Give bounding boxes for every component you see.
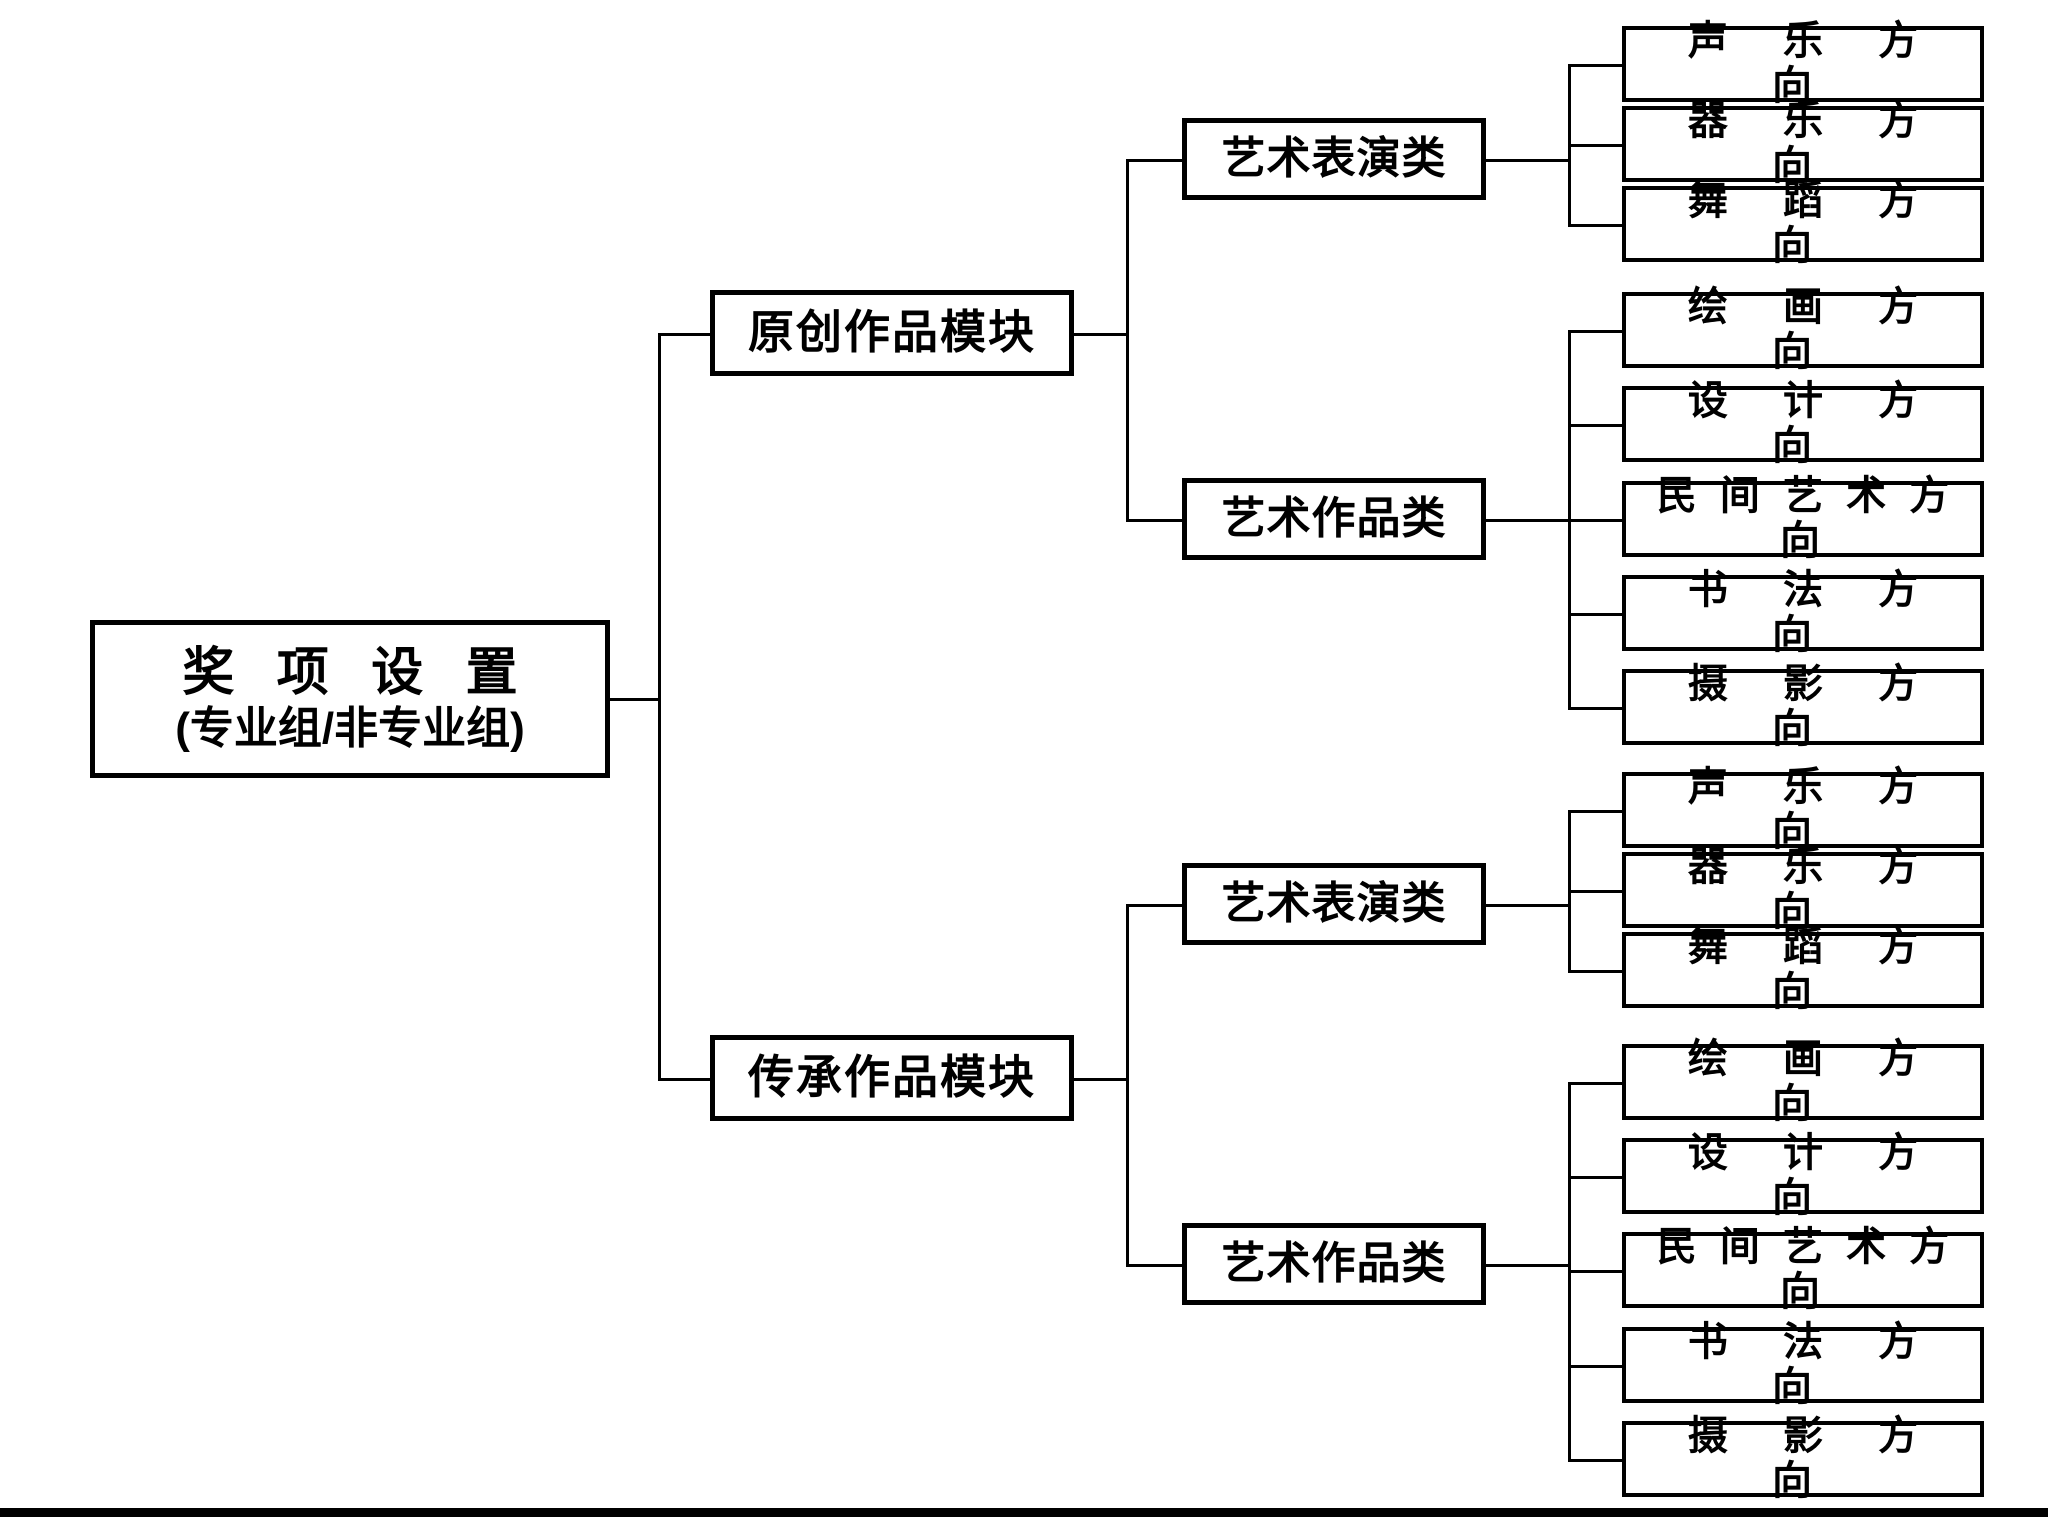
connector-cat22-leaf-1 <box>1568 1082 1624 1085</box>
node-leaf-instrumental-1[interactable]: 器 乐 方 向 <box>1622 99 1984 188</box>
leaf-label: 声 乐 方 向 <box>1687 765 1941 854</box>
node-module-original-works[interactable]: 原创作品模块 <box>710 290 1074 376</box>
connector-cat22-stub <box>1486 1264 1570 1267</box>
node-leaf-design-1[interactable]: 设 计 方 向 <box>1622 379 1984 468</box>
connector-cat12-leaf-1 <box>1568 330 1624 333</box>
node-module-heritage-works[interactable]: 传承作品模块 <box>710 1035 1074 1121</box>
module-1-label: 原创作品模块 <box>748 306 1036 359</box>
connector-cat12-stub <box>1486 519 1570 522</box>
connector-module1-to-category-1 <box>1126 159 1184 162</box>
connector-cat12-leaf-2 <box>1568 424 1624 427</box>
connector-cat12-leaf-3 <box>1568 519 1624 522</box>
connector-module1-stub <box>1074 333 1128 336</box>
leaf-label: 设 计 方 向 <box>1687 379 1941 468</box>
connector-root-stub <box>610 698 660 701</box>
root-title-line1: 奖 项 设 置 <box>182 644 532 703</box>
connector-module1-spine <box>1126 159 1129 520</box>
node-category-art-works-2[interactable]: 艺术作品类 <box>1182 1223 1486 1305</box>
leaf-label: 器 乐 方 向 <box>1687 99 1941 188</box>
category-2-2-label: 艺术作品类 <box>1221 1239 1447 1289</box>
node-leaf-vocal-1[interactable]: 声 乐 方 向 <box>1622 19 1984 108</box>
connector-root-spine <box>658 333 661 1080</box>
module-2-label: 传承作品模块 <box>748 1051 1036 1104</box>
node-category-performing-arts-1[interactable]: 艺术表演类 <box>1182 118 1486 200</box>
node-root-award-setup[interactable]: 奖 项 设 置 (专业组/非专业组) <box>90 620 610 778</box>
connector-cat22-leaf-3 <box>1568 1270 1624 1273</box>
root-title-line2: (专业组/非专业组) <box>175 704 525 754</box>
connector-cat22-leaf-4 <box>1568 1365 1624 1368</box>
node-leaf-dance-2[interactable]: 舞 蹈 方 向 <box>1622 925 1984 1014</box>
node-leaf-vocal-2[interactable]: 声 乐 方 向 <box>1622 765 1984 854</box>
leaf-label: 民 间 艺 术 方 向 <box>1656 1225 1956 1314</box>
connector-module1-to-category-2 <box>1126 519 1184 522</box>
leaf-label: 舞 蹈 方 向 <box>1687 179 1941 268</box>
connector-cat22-leaf-5 <box>1568 1459 1624 1462</box>
category-1-1-label: 艺术表演类 <box>1221 134 1447 184</box>
leaf-label: 摄 影 方 向 <box>1687 1414 1941 1503</box>
node-leaf-painting-2[interactable]: 绘 画 方 向 <box>1622 1037 1984 1126</box>
node-leaf-photography-1[interactable]: 摄 影 方 向 <box>1622 662 1984 751</box>
connector-module2-spine <box>1126 904 1129 1266</box>
leaf-label: 器 乐 方 向 <box>1687 845 1941 934</box>
leaf-label: 摄 影 方 向 <box>1687 662 1941 751</box>
node-category-performing-arts-2[interactable]: 艺术表演类 <box>1182 863 1486 945</box>
leaf-label: 绘 画 方 向 <box>1687 1037 1941 1126</box>
node-leaf-folk-art-2[interactable]: 民 间 艺 术 方 向 <box>1622 1225 1984 1314</box>
connector-root-to-module-1 <box>658 333 712 336</box>
connector-module2-stub <box>1074 1078 1128 1081</box>
connector-module2-to-category-2 <box>1126 1264 1184 1267</box>
leaf-label: 书 法 方 向 <box>1687 568 1941 657</box>
connector-cat22-leaf-2 <box>1568 1176 1624 1179</box>
node-leaf-calligraphy-1[interactable]: 书 法 方 向 <box>1622 568 1984 657</box>
leaf-label: 书 法 方 向 <box>1687 1320 1941 1409</box>
connector-cat21-leaf-1 <box>1568 810 1624 813</box>
bottom-divider <box>0 1508 2048 1517</box>
connector-cat12-leaf-4 <box>1568 613 1624 616</box>
connector-cat11-leaf-3 <box>1568 224 1624 227</box>
connector-cat21-leaf-2 <box>1568 890 1624 893</box>
connector-cat21-leaf-3 <box>1568 970 1624 973</box>
node-leaf-painting-1[interactable]: 绘 画 方 向 <box>1622 285 1984 374</box>
node-leaf-dance-1[interactable]: 舞 蹈 方 向 <box>1622 179 1984 268</box>
connector-module2-to-category-1 <box>1126 904 1184 907</box>
leaf-label: 设 计 方 向 <box>1687 1131 1941 1220</box>
node-leaf-photography-2[interactable]: 摄 影 方 向 <box>1622 1414 1984 1503</box>
category-1-2-label: 艺术作品类 <box>1221 494 1447 544</box>
node-leaf-instrumental-2[interactable]: 器 乐 方 向 <box>1622 845 1984 934</box>
leaf-label: 民 间 艺 术 方 向 <box>1656 474 1956 563</box>
leaf-label: 绘 画 方 向 <box>1687 285 1941 374</box>
connector-root-to-module-2 <box>658 1078 712 1081</box>
leaf-label: 声 乐 方 向 <box>1687 19 1941 108</box>
node-leaf-design-2[interactable]: 设 计 方 向 <box>1622 1131 1984 1220</box>
connector-cat11-leaf-1 <box>1568 64 1624 67</box>
connector-cat11-stub <box>1486 159 1570 162</box>
node-leaf-calligraphy-2[interactable]: 书 法 方 向 <box>1622 1320 1984 1409</box>
connector-cat11-leaf-2 <box>1568 144 1624 147</box>
node-leaf-folk-art-1[interactable]: 民 间 艺 术 方 向 <box>1622 474 1984 563</box>
leaf-label: 舞 蹈 方 向 <box>1687 925 1941 1014</box>
category-2-1-label: 艺术表演类 <box>1221 879 1447 929</box>
node-category-art-works-1[interactable]: 艺术作品类 <box>1182 478 1486 560</box>
connector-cat12-leaf-5 <box>1568 707 1624 710</box>
root-label-block: 奖 项 设 置 (专业组/非专业组) <box>168 644 531 754</box>
connector-cat21-stub <box>1486 904 1570 907</box>
